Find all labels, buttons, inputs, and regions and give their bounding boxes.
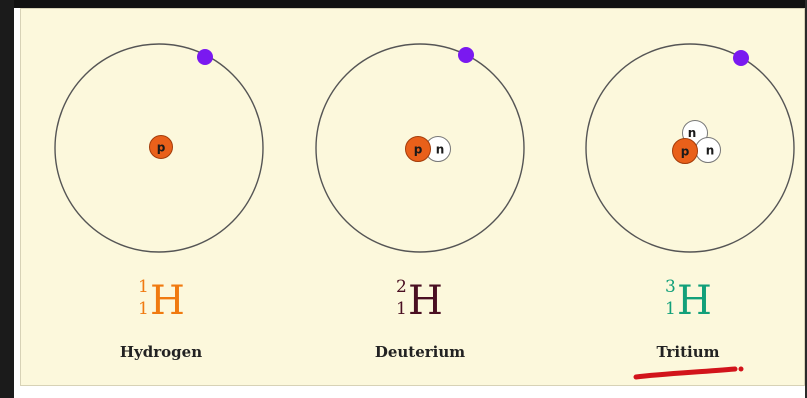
atomic-number: 1 [138, 299, 149, 319]
proton-label: p [681, 145, 690, 159]
mass-number: 3 [665, 277, 676, 297]
tritium-electron [733, 50, 749, 66]
tritium-notation: 3 1 H [665, 277, 712, 324]
hydrogen-proton: p [150, 136, 173, 159]
element-symbol: H [677, 278, 712, 324]
deuterium-atom: n p [316, 44, 524, 252]
mass-number: 2 [396, 277, 407, 297]
neutron-label: n [436, 143, 445, 157]
element-symbol: H [408, 278, 443, 324]
atomic-number: 1 [665, 299, 676, 319]
deuterium-proton: p [406, 137, 431, 162]
neutron-label: n [706, 144, 715, 158]
proton-label: p [157, 141, 166, 155]
hydrogen-electron [197, 49, 213, 65]
hydrogen-atom: p [55, 44, 263, 252]
element-symbol: H [150, 278, 185, 324]
neutron-label: n [688, 126, 697, 140]
tritium-proton: p [673, 139, 698, 164]
tritium-label: Tritium [608, 343, 768, 361]
mass-number: 1 [138, 277, 149, 297]
tritium-neutron-right: n [696, 138, 721, 163]
red-underline-annotation [636, 369, 735, 377]
atomic-number: 1 [396, 299, 407, 319]
deuterium-label: Deuterium [340, 343, 500, 361]
deuterium-electron [458, 47, 474, 63]
proton-label: p [414, 143, 423, 157]
red-annotation-dot [739, 367, 744, 372]
hydrogen-label: Hydrogen [81, 343, 241, 361]
deuterium-notation: 2 1 H [396, 277, 443, 324]
hydrogen-notation: 1 1 H [138, 277, 185, 324]
tritium-atom: n n p [586, 44, 794, 252]
